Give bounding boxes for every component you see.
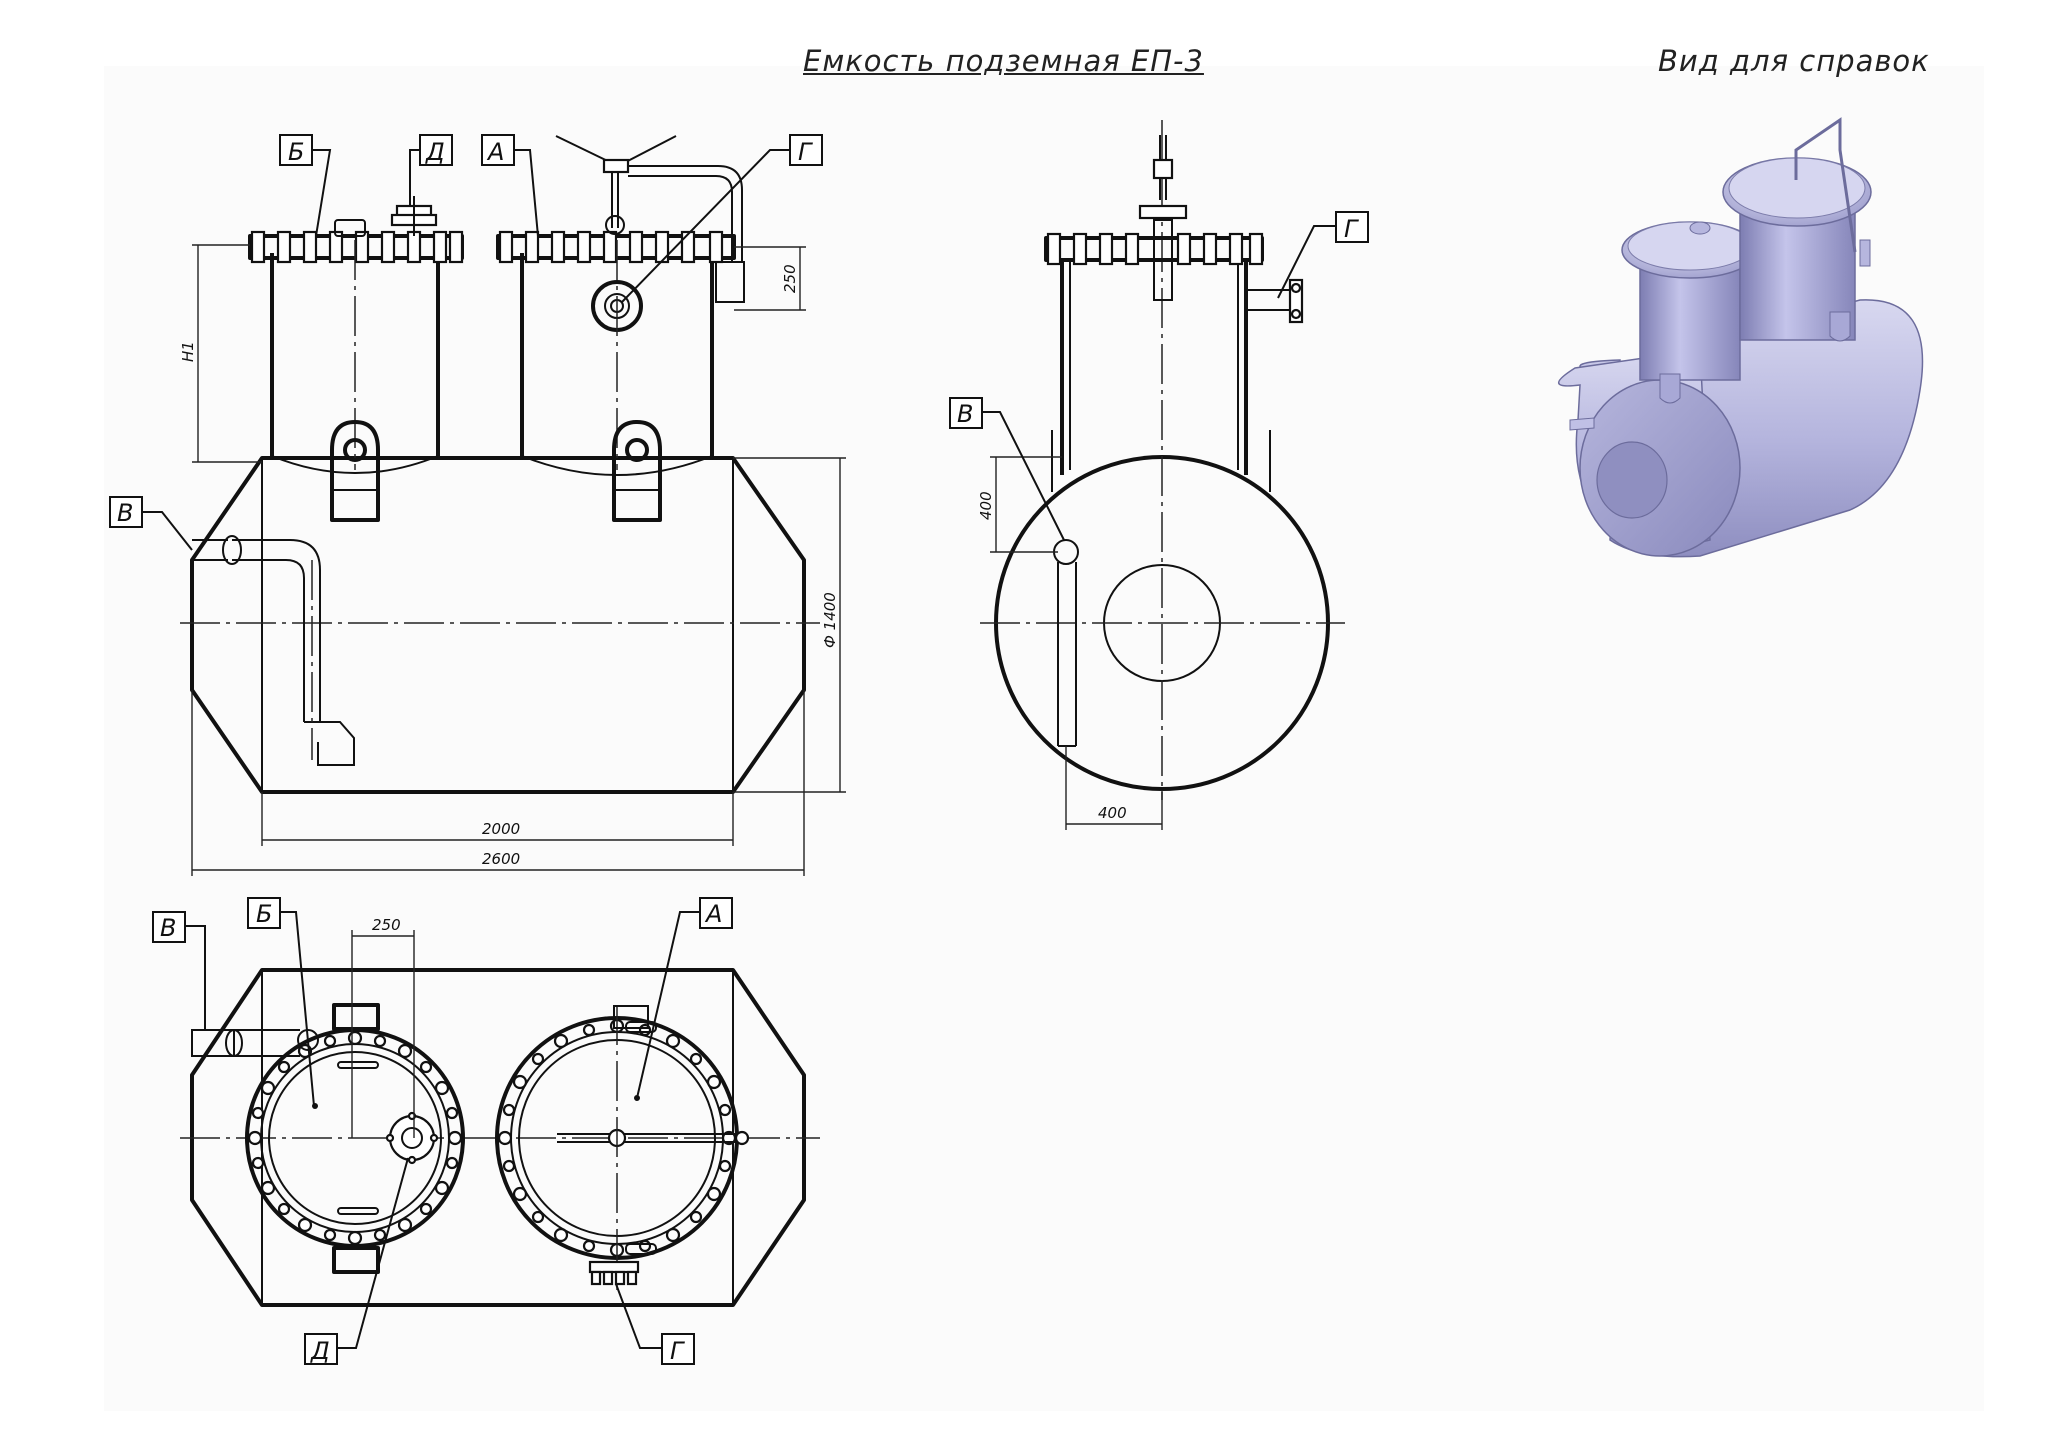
front-label-g: Г [621,134,823,303]
front-label-d: Д [409,134,453,206]
front-label-a: А [481,134,539,237]
svg-text:В: В [160,914,176,942]
svg-text:Г: Г [1344,215,1359,243]
top-label-d: Д [304,1157,409,1365]
front-label-b: Б [279,134,332,237]
svg-text:А: А [704,900,722,928]
dim-2000: 2000 [482,820,520,838]
front-right-flange-bolts [498,230,724,264]
front-left-handle [334,219,366,237]
reference-3d-view [1558,117,1924,558]
top-pipe-v [191,1029,319,1057]
svg-text:Д: Д [310,1337,330,1365]
side-nozzle-g [1246,278,1304,324]
front-view: 250 H1 Ф 1400 2000 2600 Б [109,134,846,876]
svg-text:Д: Д [425,138,445,166]
reference-view-title: Вид для справок [1658,44,1930,78]
front-dimensions: 250 H1 Ф 1400 2000 2600 [179,244,846,876]
top-view: 250 [152,897,820,1365]
front-label-v: В [109,496,193,551]
top-dimension-250: 250 [351,916,415,1138]
front-tank-body [190,456,806,794]
svg-text:Б: Б [288,138,304,166]
drawing-title: Емкость подземная ЕП-3 [803,44,1204,78]
svg-text:Г: Г [670,1337,685,1365]
svg-text:В: В [117,499,133,527]
top-label-g: Г [615,1283,695,1365]
svg-text:В: В [957,400,973,428]
side-flange-bolts [1046,232,1264,266]
front-handwheel [555,135,677,235]
side-label-v: В [949,397,1065,541]
front-left-flange-bolts [250,230,464,264]
dim-400-vertical: 400 [977,491,995,520]
top-nozzle-g [588,1260,640,1286]
top-label-a: А [636,897,733,1099]
top-label-b: Б [247,897,315,1107]
front-pipe-g [628,165,743,262]
side-stem [1138,135,1188,301]
top-label-v: В [152,911,206,1030]
dim-400-horizontal: 400 [1098,804,1127,822]
3d-handwheel [1794,117,1857,253]
dim-h1: H1 [179,341,197,362]
dim-250-front: 250 [781,264,799,293]
side-view: 400 400 В Г [949,120,1369,830]
top-right-flange [495,1005,750,1290]
svg-text:Б: Б [256,900,272,928]
svg-text:А: А [486,138,504,166]
side-dimensions: 400 400 [977,456,1163,830]
side-label-g: Г [1277,211,1369,299]
front-right-lifting-lug [612,420,662,522]
svg-text:Г: Г [798,138,813,166]
dim-phi1400: Ф 1400 [821,592,839,648]
front-left-lifting-lug [330,420,380,522]
side-pipe-v [1053,539,1079,747]
dim-250-top: 250 [372,916,401,934]
front-fitting-d [390,196,438,236]
dim-2600: 2600 [482,850,520,868]
front-inner-pipe-v [192,535,355,766]
